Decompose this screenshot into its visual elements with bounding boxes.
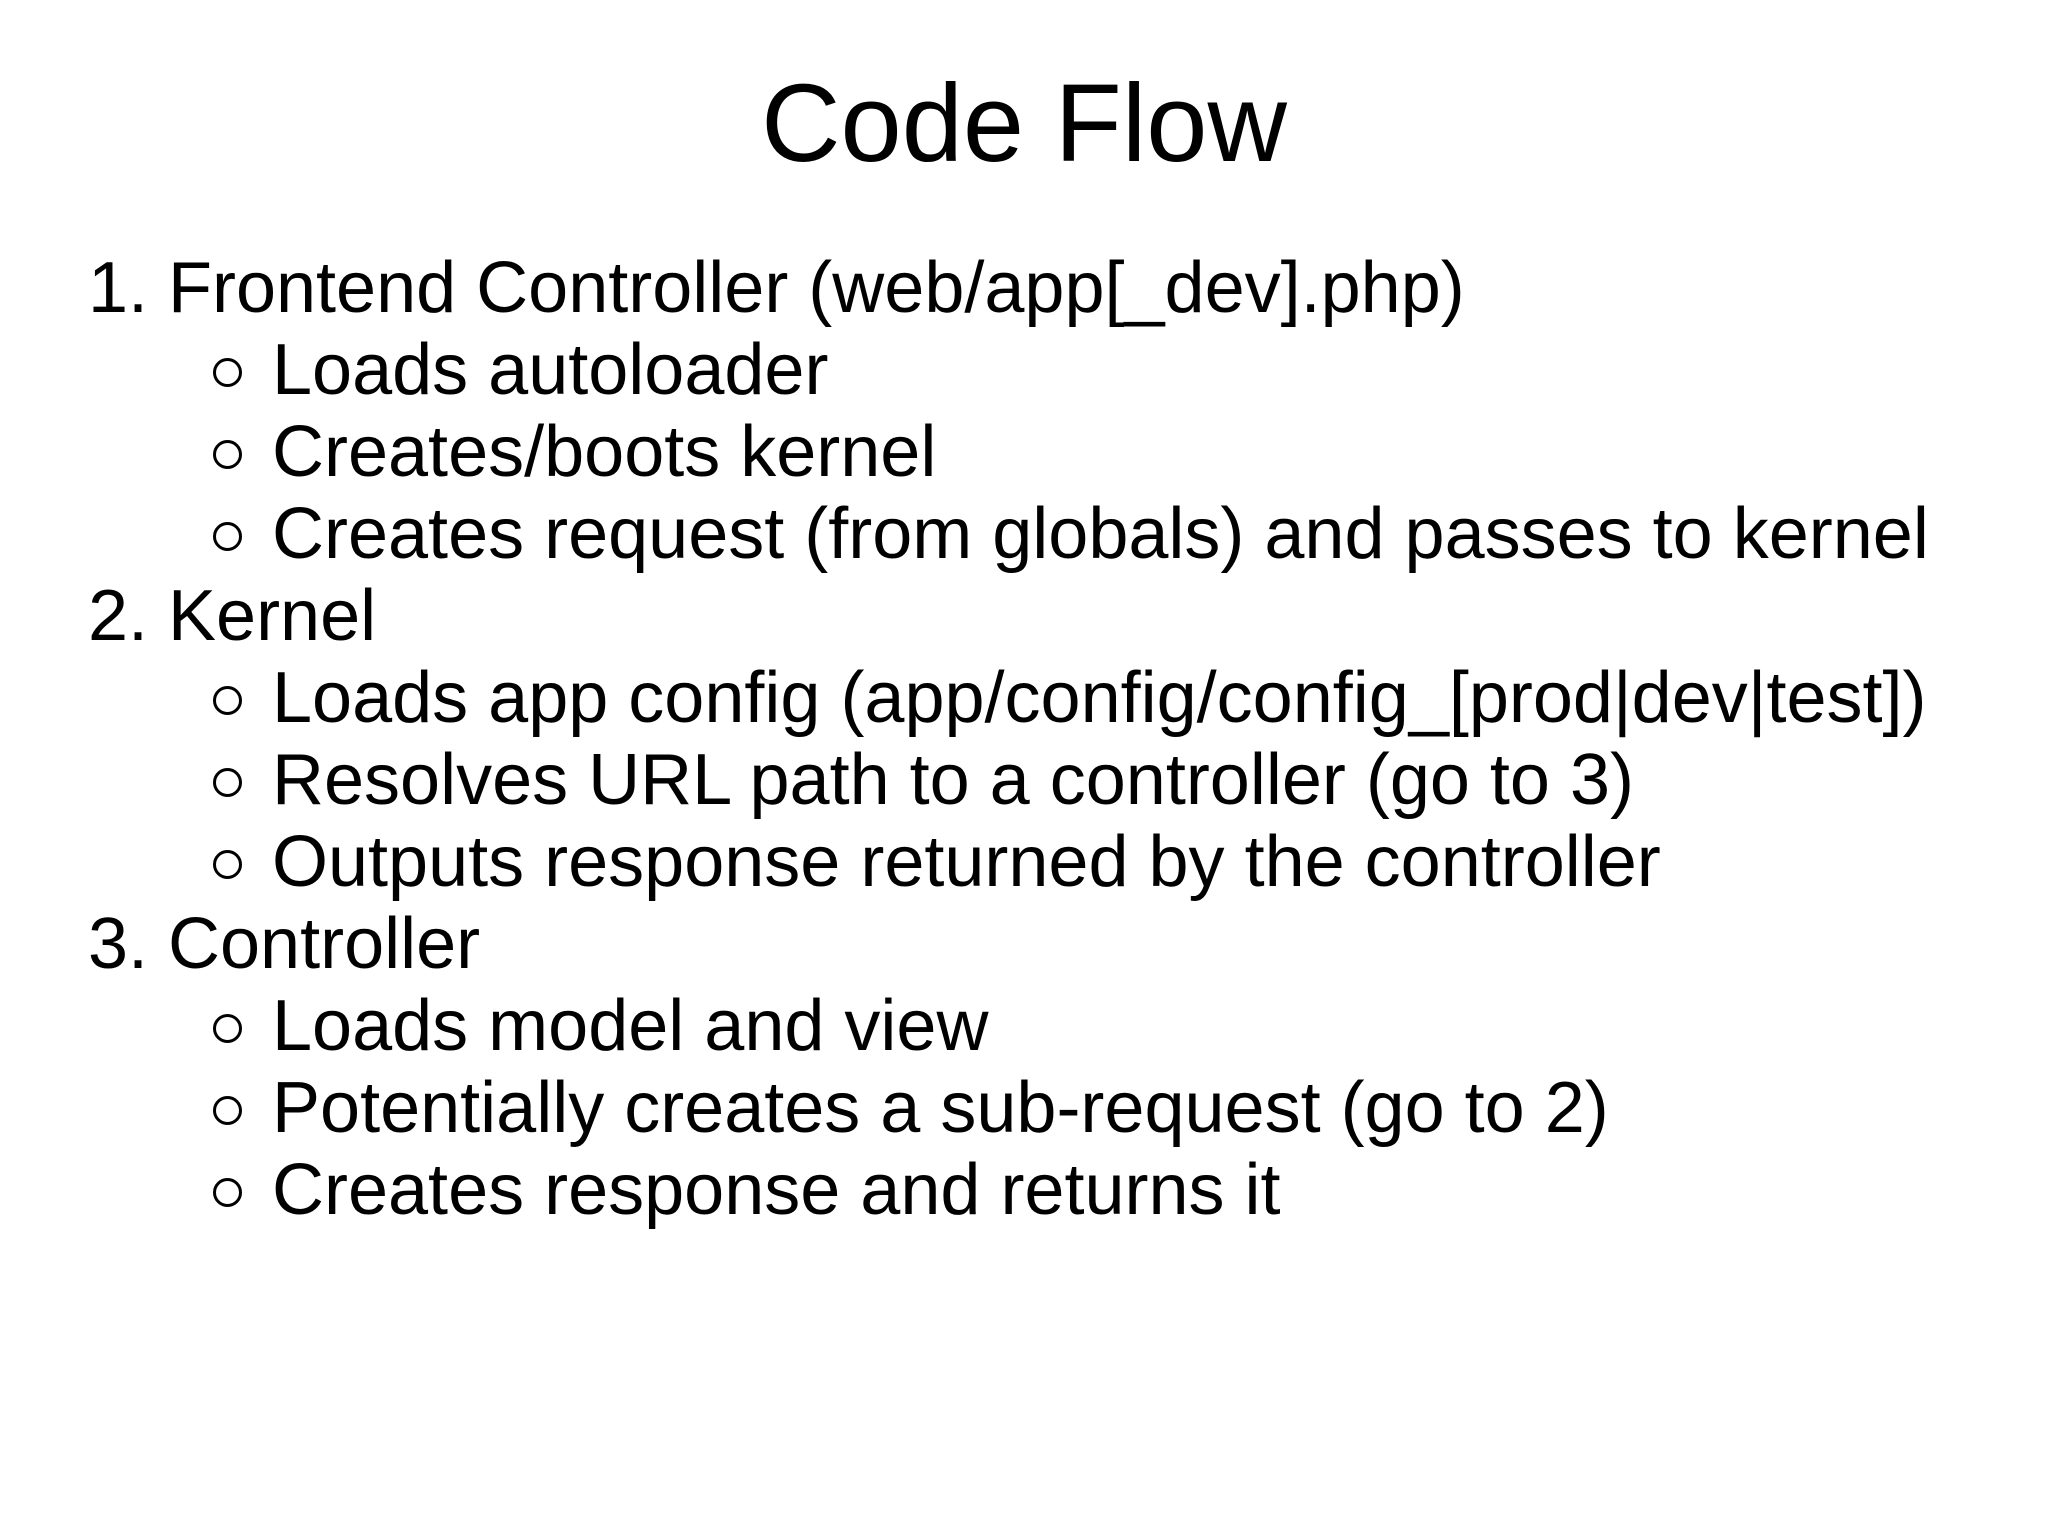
list-subitem: Loads app config (app/config/config_[pro…: [88, 657, 1988, 739]
circle-bullet-icon: [213, 768, 242, 797]
item-number: 1.: [88, 248, 149, 328]
circle-bullet-icon: [213, 850, 242, 879]
subitem-text: Creates response and returns it: [272, 1150, 1281, 1230]
list-subitem: Creates request (from globals) and passe…: [88, 493, 1988, 575]
list-subitem: Creates response and returns it: [88, 1149, 1988, 1231]
circle-bullet-icon: [213, 358, 242, 387]
list-item-3: 3.Controller: [88, 903, 1988, 985]
list-subitem: Loads autoloader: [88, 329, 1988, 411]
circle-bullet-icon: [213, 1096, 242, 1125]
item-label: Controller: [168, 904, 481, 984]
subitem-text: Resolves URL path to a controller (go to…: [272, 740, 1634, 820]
item-number: 3.: [88, 904, 149, 984]
circle-bullet-icon: [213, 440, 242, 469]
subitem-text: Outputs response returned by the control…: [272, 822, 1661, 902]
list-subitem: Creates/boots kernel: [88, 411, 1988, 493]
circle-bullet-icon: [213, 1014, 242, 1043]
item-label: Kernel: [168, 576, 377, 656]
circle-bullet-icon: [213, 686, 242, 715]
list-item-1: 1.Frontend Controller (web/app[_dev].php…: [88, 247, 1988, 329]
list-item-2: 2.Kernel: [88, 575, 1988, 657]
item-label: Frontend Controller (web/app[_dev].php): [168, 248, 1465, 328]
circle-bullet-icon: [213, 522, 242, 551]
item-number: 2.: [88, 576, 149, 656]
subitem-text: Loads autoloader: [272, 330, 829, 410]
list-subitem: Potentially creates a sub-request (go to…: [88, 1067, 1988, 1149]
slide-title: Code Flow: [761, 62, 1287, 185]
subitem-text: Loads model and view: [272, 986, 989, 1066]
list-subitem: Loads model and view: [88, 985, 1988, 1067]
subitem-text: Potentially creates a sub-request (go to…: [272, 1068, 1609, 1148]
subitem-text: Creates/boots kernel: [272, 412, 937, 492]
code-flow-list: 1.Frontend Controller (web/app[_dev].php…: [88, 247, 1988, 1231]
subitem-text: Loads app config (app/config/config_[pro…: [272, 658, 1927, 738]
subitem-text: Creates request (from globals) and passe…: [272, 494, 1929, 574]
circle-bullet-icon: [213, 1178, 242, 1207]
list-subitem: Resolves URL path to a controller (go to…: [88, 739, 1988, 821]
list-subitem: Outputs response returned by the control…: [88, 821, 1988, 903]
